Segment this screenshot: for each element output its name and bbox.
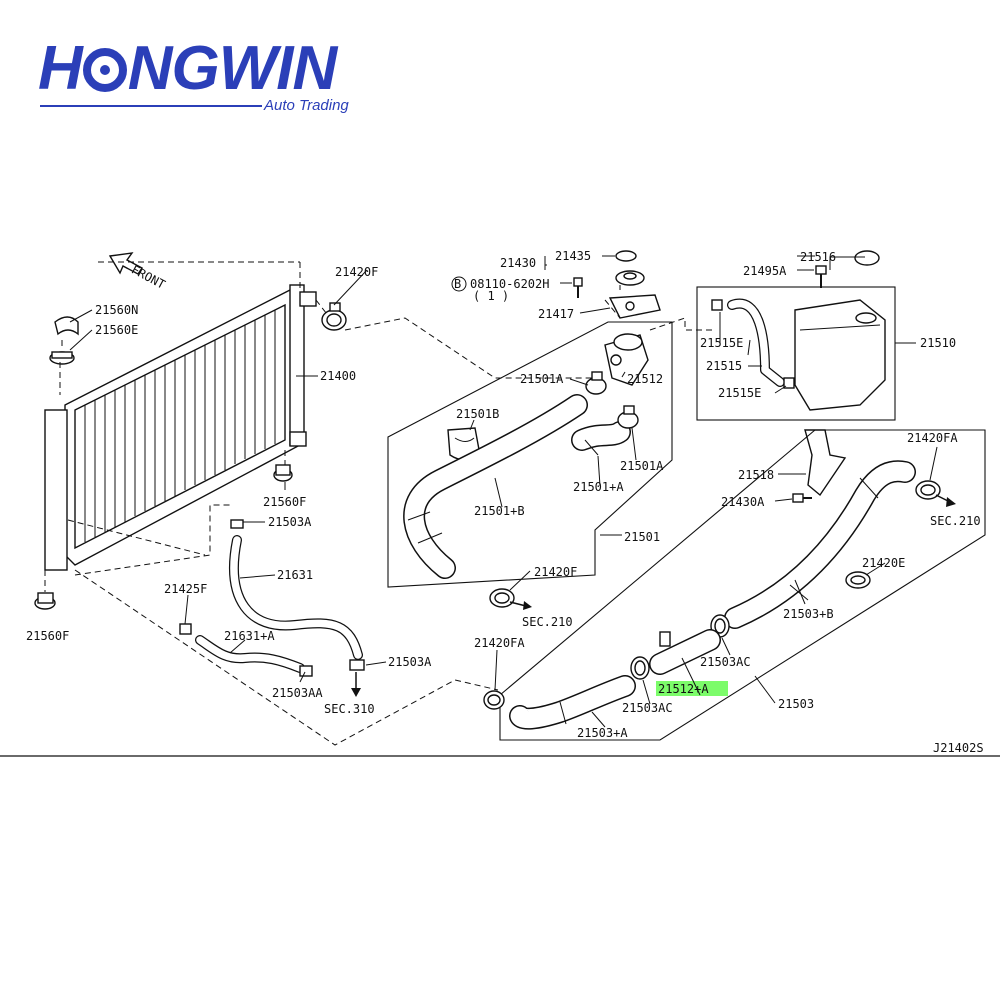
label-21400: 21400: [320, 369, 356, 383]
clamp-21501A-upper: [585, 371, 607, 395]
label-21560F-upper: 21560F: [263, 495, 306, 509]
clamp-21503AC-upper: [710, 614, 730, 638]
clamp-21420E: [845, 571, 871, 589]
hose-21515: [711, 298, 795, 389]
label-21503A-lower: 21503A: [388, 655, 432, 669]
label-sec-210-right: SEC.210: [930, 514, 981, 528]
wheel-icon: [82, 48, 127, 92]
hose-21501-B: [403, 394, 588, 579]
reservoir-tank-21510: [794, 299, 886, 411]
label-21631-A: 21631+A: [224, 629, 275, 643]
front-label: FRONT: [129, 262, 167, 291]
label-21503A-upper: 21503A: [268, 515, 312, 529]
pipe-21512-A: [649, 629, 721, 675]
label-21560N: 21560N: [95, 303, 138, 317]
hose-21631-A: [179, 623, 313, 677]
highlight-mark: [656, 681, 728, 696]
label-21503: 21503: [778, 697, 814, 711]
label-21420FA-left: 21420FA: [474, 636, 525, 650]
bolt-spec-quantity: ( 1 ): [473, 289, 509, 303]
group-box-21501: [387, 321, 673, 588]
o-ring-21435: [615, 250, 637, 262]
hose-21503-B: [724, 460, 916, 629]
label-21425F: 21425F: [164, 582, 207, 596]
label-21420F-top: 21420F: [335, 265, 378, 279]
label-21503-B: 21503+B: [783, 607, 834, 621]
label-sec-210-left: SEC.210: [522, 615, 573, 629]
label-21501-A: 21501+A: [573, 480, 624, 494]
bracket-21518: [804, 429, 847, 497]
bolt-21495A: [815, 265, 827, 288]
label-21560E: 21560E: [95, 323, 138, 337]
bolt-spec-circle-letter: B: [454, 277, 461, 291]
label-21420E: 21420E: [862, 556, 905, 570]
clamp-21420F-bottom: [489, 588, 532, 610]
hose-21501-A: [571, 421, 631, 456]
label-sec-310: SEC.310: [324, 702, 375, 716]
cap-21430: [615, 270, 645, 286]
label-21503AC-upper: 21503AC: [700, 655, 751, 669]
hose-21631: [229, 519, 365, 697]
clamp-21420FA-right: [915, 480, 956, 507]
bolt-08110-6202H: [573, 277, 583, 298]
label-21503AA: 21503AA: [272, 686, 323, 700]
bolt-spec-circle: [451, 276, 467, 292]
footer-code: J21402S: [933, 741, 984, 755]
hose-21503-A: [509, 675, 636, 730]
label-21430A: 21430A: [721, 495, 765, 509]
label-21435: 21435: [555, 249, 591, 263]
label-21510: 21510: [920, 336, 956, 350]
label-21516: 21516: [800, 250, 836, 264]
label-21417: 21417: [538, 307, 574, 321]
front-arrow-icon: [108, 252, 144, 275]
brand-tagline: Auto Trading: [264, 97, 349, 114]
label-21501A-upper: 21501A: [520, 372, 564, 386]
clamp-21420F-top: [321, 302, 347, 331]
label-21420FA-right: 21420FA: [907, 431, 958, 445]
clamp-21501A-lower: [617, 405, 639, 429]
label-21512-A: 21512+A: [658, 682, 709, 696]
leader-lines: [69, 255, 938, 728]
label-21518: 21518: [738, 468, 774, 482]
bolt-spec-part-number: 08110-6202H: [470, 277, 549, 291]
label-21420F-bottom: 21420F: [534, 565, 577, 579]
label-21515E-upper: 21515E: [700, 336, 743, 350]
reservoir-cap-21516: [854, 250, 880, 266]
clamp-21503AC-lower: [630, 656, 650, 680]
radiator-21400: [44, 284, 317, 571]
label-21503AC-lower: 21503AC: [622, 701, 673, 715]
label-21515: 21515: [706, 359, 742, 373]
bolt-21430A: [792, 493, 812, 503]
label-21501A-lower: 21501A: [620, 459, 664, 473]
brand-prefix: H: [38, 34, 83, 103]
group-box-21510: [696, 286, 896, 421]
label-21495A: 21495A: [743, 264, 787, 278]
label-21503-A: 21503+A: [577, 726, 628, 740]
thermostat-housing-21512: [604, 333, 649, 386]
bracket-21417: [608, 294, 661, 319]
group-box-21503: [499, 429, 986, 741]
label-21515E-lower: 21515E: [718, 386, 761, 400]
label-21501: 21501: [624, 530, 660, 544]
clamp-21420FA-left: [483, 690, 505, 710]
brand-suffix: NGWIN: [127, 34, 338, 103]
mount-21560E: [49, 351, 75, 365]
label-21501-B: 21501+B: [474, 504, 525, 518]
logo-underline: [40, 105, 262, 107]
label-21501B: 21501B: [456, 407, 499, 421]
label-21512: 21512: [627, 372, 663, 386]
mount-21560F-upper: [273, 464, 293, 482]
label-21631: 21631: [277, 568, 313, 582]
label-21560F-lower: 21560F: [26, 629, 69, 643]
label-21430: 21430: [500, 256, 536, 270]
mount-21560F-lower: [34, 592, 56, 610]
